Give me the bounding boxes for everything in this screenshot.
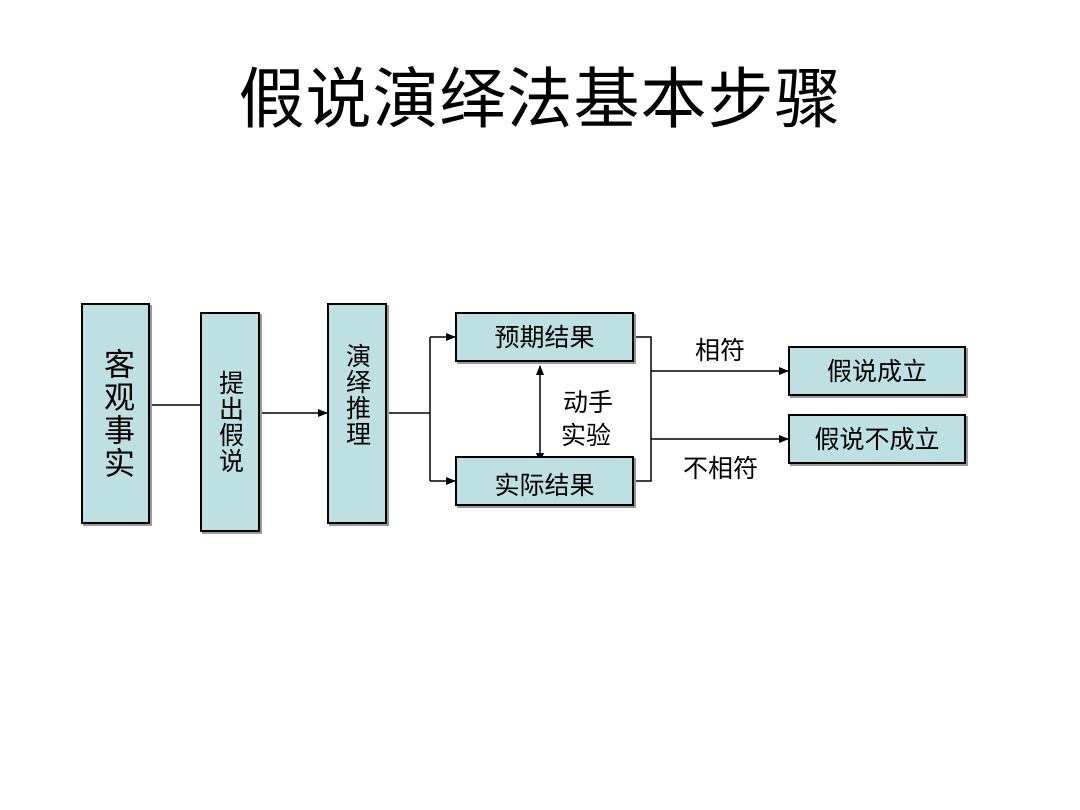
- box-deductive-reasoning-label: 演绎推理: [342, 343, 372, 447]
- box-expected-result: 预期结果: [455, 312, 634, 362]
- box-hypothesis-fails-label: 假说不成立: [814, 424, 940, 454]
- box-objective-facts-label: 客观事实: [98, 347, 134, 480]
- box-hypothesis-holds: 假说成立: [788, 346, 966, 396]
- box-objective-facts: 客观事实: [81, 303, 150, 524]
- bracket-right: [634, 336, 652, 482]
- box-actual-result-label: 实际结果: [494, 471, 595, 500]
- box-hypothesis-holds-label: 假说成立: [826, 356, 927, 386]
- box-expected-result-label: 预期结果: [494, 322, 595, 352]
- label-experiment-line2: 实验: [561, 421, 612, 450]
- box-actual-result: 实际结果: [455, 456, 634, 506]
- box-propose-hypothesis: 提出假说: [200, 312, 260, 532]
- label-mismatch: 不相符: [683, 454, 759, 483]
- page-title: 假说演绎法基本步骤: [238, 61, 842, 138]
- box-deductive-reasoning: 演绎推理: [327, 303, 387, 524]
- label-experiment-line1: 动手: [563, 388, 614, 417]
- label-match: 相符: [695, 336, 746, 365]
- box-hypothesis-fails: 假说不成立: [788, 414, 966, 464]
- box-propose-hypothesis-label: 提出假说: [215, 370, 245, 474]
